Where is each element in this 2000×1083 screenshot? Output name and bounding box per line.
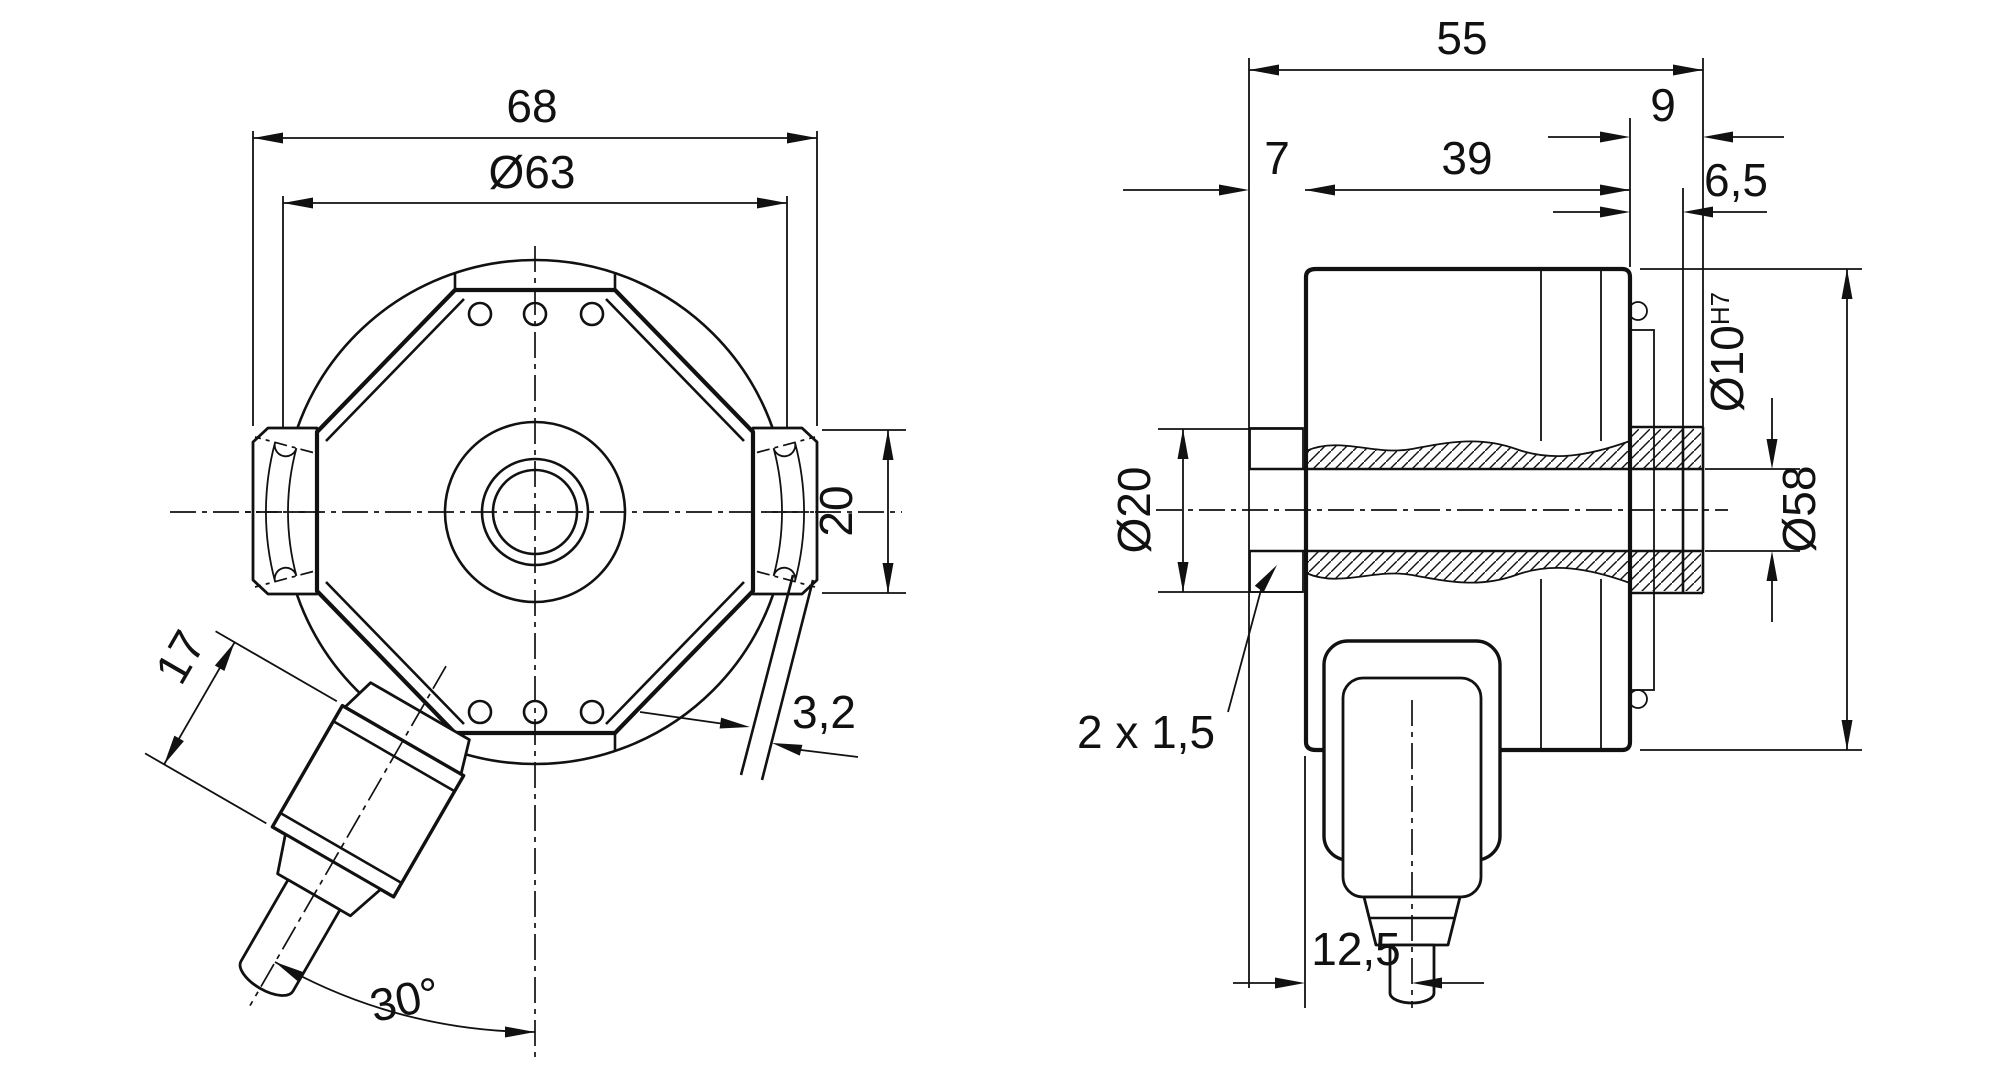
dim-clamp-diameter: Ø20 <box>1108 428 1303 593</box>
right-clamp-tab <box>751 426 825 596</box>
dim-overall-width: 68 <box>252 80 818 426</box>
dim-label-20: 20 <box>810 485 862 536</box>
dim-groove-offset: 6,5 <box>1553 154 1768 427</box>
dim-label-d10h7: Ø10H7 <box>1701 292 1753 412</box>
side-section-view: 55 9 7 39 6,5 <box>1077 12 1862 1008</box>
left-clamp-tab <box>245 426 319 596</box>
dim-label-d20: Ø20 <box>1108 467 1160 554</box>
bore-fit-text: H7 <box>1705 292 1735 325</box>
dim-connector-angle: 30° <box>274 961 536 1038</box>
dim-label-d58: Ø58 <box>1773 466 1825 553</box>
chamfer-edges <box>325 298 745 725</box>
bore-lines <box>1250 467 1703 553</box>
dim-connector-offset: 12,5 <box>1233 756 1484 1008</box>
dim-label-7: 7 <box>1264 132 1290 184</box>
dim-label-68: 68 <box>506 80 557 132</box>
dim-label-6-5: 6,5 <box>1704 154 1768 206</box>
dim-housing-diameter: Ø58 <box>1640 268 1862 751</box>
connector-centerline <box>249 665 447 1007</box>
dim-label-17: 17 <box>145 622 216 692</box>
note-chamfer: 2 x 1,5 <box>1077 565 1277 758</box>
dim-flange-thickness: 7 <box>1123 132 1290 196</box>
dim-tab-height: 20 <box>810 429 906 594</box>
dim-housing-depth: 39 <box>1305 132 1630 196</box>
dim-label-3-2: 3,2 <box>792 686 856 738</box>
dim-label-2x1-5: 2 x 1,5 <box>1077 706 1215 758</box>
bore-dia-text: Ø10 <box>1701 325 1753 412</box>
mounting-holes <box>467 301 605 725</box>
section-hatch <box>1305 429 1701 591</box>
dim-label-55: 55 <box>1436 12 1487 64</box>
front-view: 17 68 Ø63 20 <box>144 80 906 1058</box>
housing-body <box>1303 266 1633 753</box>
dim-label-39: 39 <box>1441 132 1492 184</box>
dim-label-9: 9 <box>1650 79 1676 131</box>
dim-shaft-protrusion: 9 <box>1548 79 1784 267</box>
dim-label-12-5: 12,5 <box>1311 923 1401 975</box>
dim-overall-depth: 55 <box>1249 12 1704 427</box>
front-connector: 17 <box>144 622 471 1007</box>
dim-label-d63: Ø63 <box>489 146 576 198</box>
dim-slot-width: 3,2 <box>639 686 859 758</box>
dim-body-diameter: Ø63 <box>282 146 788 428</box>
dim-bore-diameter: Ø10H7 <box>1701 292 1800 622</box>
tangential-slot <box>739 574 815 781</box>
housing-joints <box>1540 271 1602 748</box>
